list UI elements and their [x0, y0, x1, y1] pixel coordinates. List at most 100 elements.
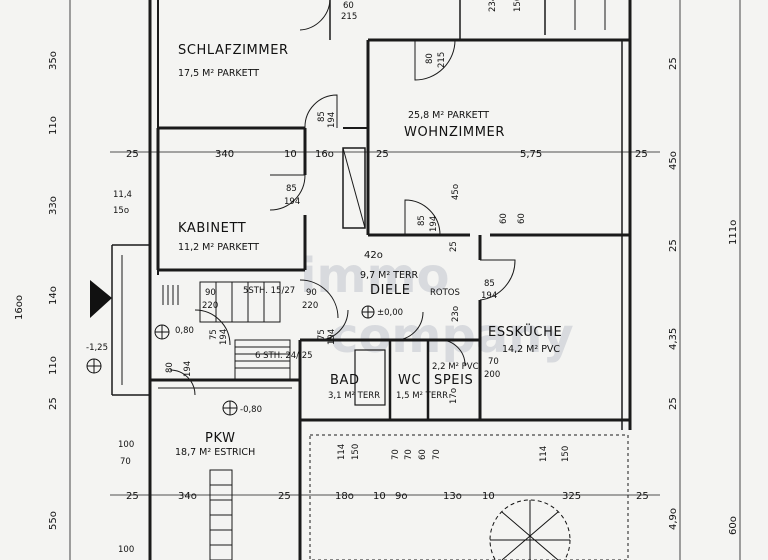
dim-window-4: 70 — [404, 449, 414, 460]
dim-right-4: 4,35 — [668, 328, 679, 350]
room-name-kabinett: KABINETT — [178, 221, 246, 236]
room-area-wc: 1,5 M² TERR — [396, 391, 448, 401]
dim-right-1: 25 — [668, 57, 679, 70]
level-outside: -1,25 — [86, 343, 108, 353]
dim-row-bottom-3: 25 — [278, 491, 291, 502]
room-labels: SCHLAFZIMMER 17,5 M² PARKETT 25,8 M² PAR… — [175, 43, 562, 458]
room-area-kabinett: 11,2 M² PARKETT — [178, 242, 259, 253]
dim-left-5: 11o — [48, 356, 59, 375]
door-label-h-3: 194 — [284, 197, 300, 207]
dim-left-4: 14o — [48, 286, 59, 305]
dim-right-6: 4,9o — [668, 508, 679, 530]
door-label-w-12: 70 — [488, 357, 499, 367]
door-label-h-10: 194 — [327, 329, 337, 345]
dim-row-hall-5: 25 — [376, 149, 389, 160]
watermark-line-1: immo — [300, 248, 449, 304]
room-name-schlafzimmer: SCHLAFZIMMER — [178, 43, 289, 58]
dim-window-8: 150 — [561, 446, 571, 462]
door-label-w-6: 90 — [205, 288, 216, 298]
level-entry: 0,80 — [175, 326, 194, 336]
room-area-pkw: 18,7 M² ESTRICH — [175, 447, 255, 458]
room-area-wohnzimmer: 25,8 M² PARKETT — [408, 110, 489, 121]
room-area-bad: 3,1 M² TERR — [328, 391, 380, 401]
dim-row-hall-2: 340 — [215, 149, 234, 160]
dim-row-bottom-1: 25 — [126, 491, 139, 502]
room-area-esskueche: 14,2 M² PVC — [502, 344, 560, 355]
door-label-w-7: 90 — [306, 288, 317, 298]
door-label-h-4: 215 — [437, 52, 447, 68]
dim-window-2: 150 — [351, 444, 361, 460]
dim-left-7: 55o — [48, 511, 59, 530]
door-label-h-11: 194 — [183, 361, 193, 377]
dim-window-5: 60 — [418, 449, 428, 460]
room-area-speis: 2,2 M² PVC — [432, 362, 479, 372]
room-area-diele: 9,7 M² TERR — [360, 270, 419, 281]
level-symbol-icon — [86, 305, 375, 416]
dim-row-hall-6: 5,75 — [520, 149, 542, 160]
door-label-w-8: 85 — [484, 279, 495, 289]
door-label-w-2: 85 — [317, 111, 327, 122]
dim-right-lower: 60o — [728, 516, 739, 535]
dim-window-6: 70 — [432, 449, 442, 460]
door-label-w-11: 80 — [165, 362, 175, 373]
dim-row-hall-1: 25 — [126, 149, 139, 160]
dim-row-bottom-7: 13o — [443, 491, 462, 502]
room-floor-diele: ROTOS — [430, 288, 460, 298]
dim-top-1: 60 — [343, 1, 354, 11]
door-label-w-13: 60 — [499, 213, 509, 224]
door-label-w-3: 85 — [286, 184, 297, 194]
dimension-labels: 60 215 234 150 25 340 10 16o 25 5,75 25 … — [14, 0, 739, 555]
room-name-wc: WC — [398, 373, 421, 388]
dim-row-bottom-10: 25 — [636, 491, 649, 502]
dim-top-3: 234 — [488, 0, 498, 12]
dim-left-2: 11o — [48, 116, 59, 135]
dim-row-bottom-8: 10 — [482, 491, 495, 502]
stair-label-lower: 6 STH. 24/ 25 — [255, 351, 313, 361]
dim-wall-2: 17o — [449, 388, 459, 404]
door-label-h-12: 200 — [484, 370, 500, 380]
room-name-wohnzimmer: WOHNZIMMER — [404, 125, 505, 140]
dim-row-bottom-5: 10 — [373, 491, 386, 502]
door-label-h-6: 220 — [202, 301, 218, 311]
dim-top-4: 150 — [513, 0, 523, 12]
stairs-entry — [162, 285, 179, 305]
door-label-h-7: 220 — [302, 301, 318, 311]
dim-wall-1: 23o — [451, 306, 461, 322]
stair-labels: 5STH. 15/27 6 STH. 24/ 25 0,80 ±0,00 -1,… — [86, 286, 403, 415]
dim-row-hall-7: 25 — [635, 149, 648, 160]
dim-window-1: 114 — [337, 444, 347, 460]
tree-icon — [489, 499, 571, 560]
north-arrow-icon — [90, 280, 112, 318]
dim-pkw-1: 100 — [118, 440, 134, 450]
door-label-w-10: 75 — [317, 329, 327, 340]
level-markers — [86, 280, 375, 416]
room-name-esskueche: ESSKÜCHE — [488, 323, 562, 340]
door-label-h-8: 194 — [481, 291, 497, 301]
dim-row-bottom-4: 18o — [335, 491, 354, 502]
door-label-h-2: 194 — [327, 112, 337, 128]
dim-row-bottom-6: 9o — [395, 491, 407, 502]
stairs-lower — [234, 339, 291, 381]
stair-label-upper: 5STH. 15/27 — [243, 286, 295, 296]
dim-left-total: 16oo — [14, 295, 25, 320]
stairs-garage — [209, 469, 233, 560]
stairs-upper — [199, 281, 281, 323]
dim-right-total: 111o — [728, 220, 739, 245]
door-label-h-5: 194 — [429, 216, 439, 232]
room-name-diele: DIELE — [370, 283, 411, 298]
door-swings — [169, 0, 516, 396]
walls — [111, 0, 632, 560]
dim-left-6: 25 — [48, 397, 59, 410]
dim-row-bottom-9: 325 — [562, 491, 581, 502]
door-label-h-13: 60 — [517, 213, 527, 224]
door-label-h-9: 194 — [219, 329, 229, 345]
dim-row-hall-3: 10 — [284, 149, 297, 160]
door-label-w-4: 80 — [425, 53, 435, 64]
dim-right-5: 25 — [668, 397, 679, 410]
dim-row-hall-4: 16o — [315, 149, 334, 160]
dim-window-7: 114 — [539, 446, 549, 462]
dim-pkw-2: 70 — [120, 457, 131, 467]
door-label-w-9: 75 — [209, 329, 219, 340]
level-garage: -0,80 — [240, 405, 262, 415]
dim-left-1: 35o — [48, 51, 59, 70]
